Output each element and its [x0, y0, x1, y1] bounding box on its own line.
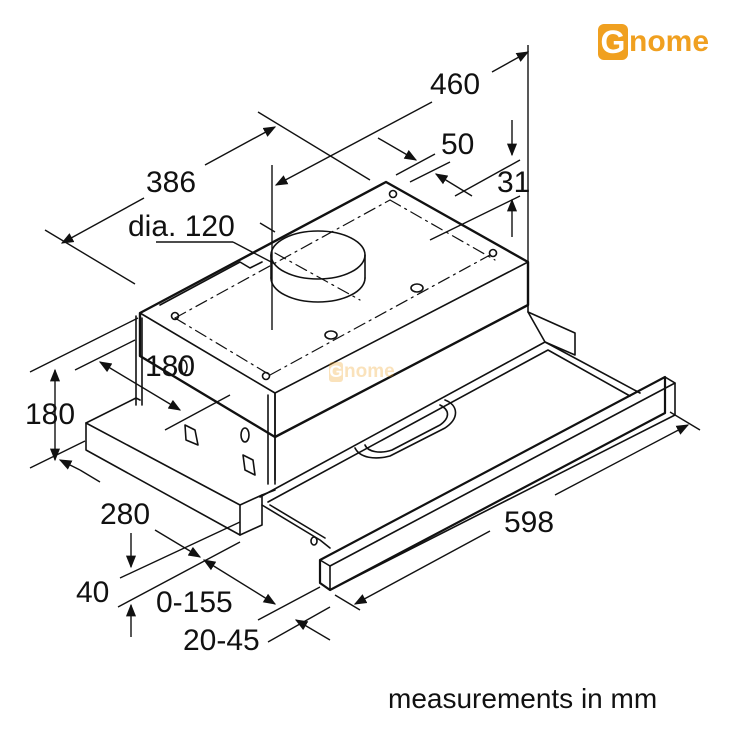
dim-0-155: 0-155: [156, 586, 233, 619]
logo-text: nome: [629, 25, 710, 58]
watermark-mark-icon: G: [329, 362, 343, 382]
dim-180-height: 180: [25, 398, 76, 431]
watermark-text: nome: [344, 361, 395, 382]
logo-mark-icon: G: [598, 24, 628, 60]
dim-40: 40: [76, 576, 110, 609]
dim-31: 31: [497, 166, 531, 199]
dim-280: 280: [100, 498, 151, 531]
brand-logo: G nome: [598, 24, 709, 60]
dim-386: 386: [146, 166, 197, 199]
dim-460: 460: [430, 68, 481, 101]
dim-duct-diameter: dia. 120: [128, 210, 235, 243]
dim-180-side: 180: [145, 350, 196, 383]
dim-50: 50: [441, 128, 475, 161]
watermark-logo: G nome: [329, 361, 395, 383]
dim-20-45: 20-45: [183, 624, 260, 657]
units-caption: measurements in mm: [388, 683, 658, 714]
dim-598: 598: [504, 506, 555, 539]
